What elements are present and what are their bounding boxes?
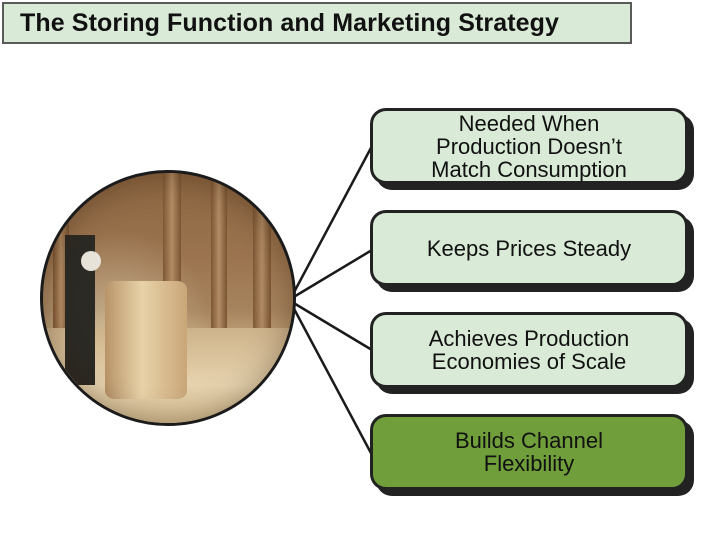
storing-benefit-text-2: Keeps Prices Steady (370, 210, 688, 286)
benefit-line: Builds Channel (455, 428, 603, 453)
forklift-warehouse-photo (40, 170, 296, 426)
connector-line-2 (291, 248, 373, 300)
title-banner: The Storing Function and Marketing Strat… (2, 2, 632, 44)
benefit-line: Match Consumption (431, 156, 627, 182)
benefit-line: Production Doesn’t (436, 133, 622, 159)
benefit-line: Needed When (458, 110, 600, 136)
benefit-line: Achieves Production (428, 326, 630, 351)
connector-line-3 (291, 300, 373, 352)
connector-line-1 (290, 145, 374, 297)
paper-roll-icon (105, 281, 187, 399)
storing-benefit-box-2: Keeps Prices Steady (370, 210, 694, 292)
connector-line-4 (290, 304, 374, 456)
benefit-line: Economies of Scale (431, 349, 627, 374)
benefit-line: Keeps Prices Steady (426, 235, 632, 261)
benefit-line: Flexibility (483, 451, 575, 476)
slide-title: The Storing Function and Marketing Strat… (20, 8, 560, 37)
